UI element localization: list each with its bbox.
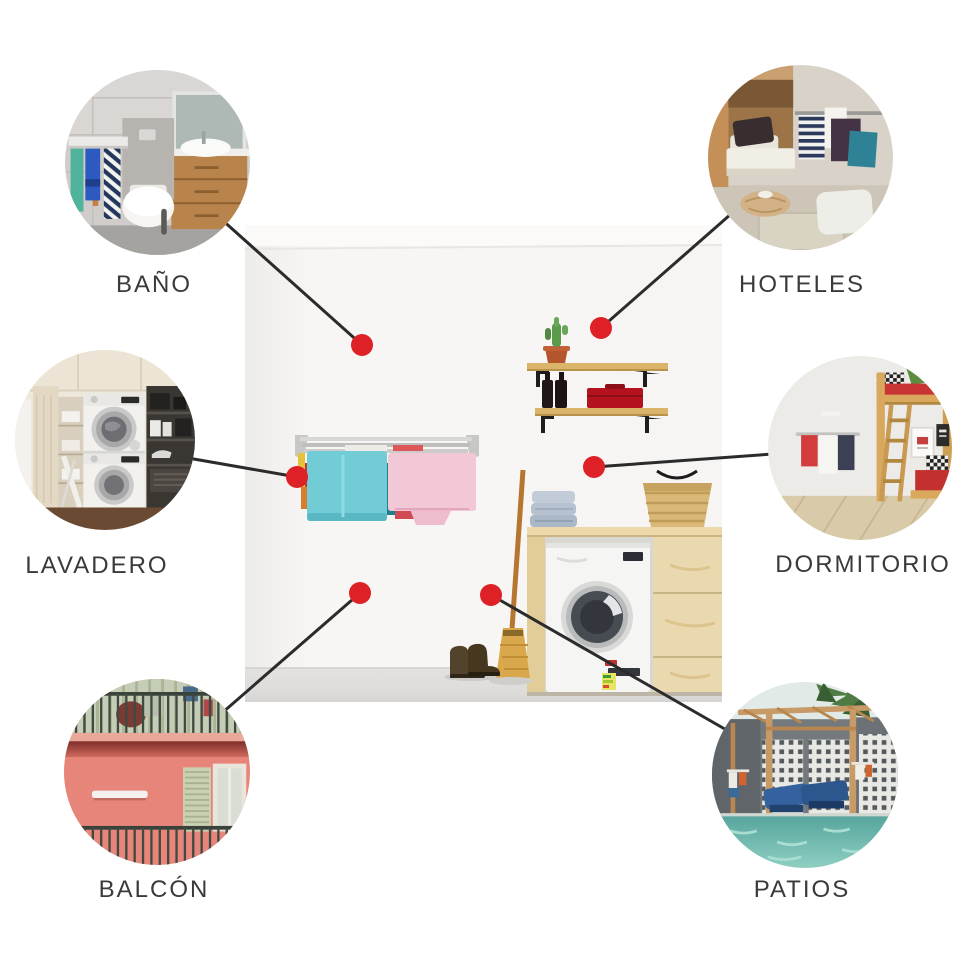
label-dormitorio: DORMITORIO (775, 551, 951, 578)
label-lavadero: LAVADERO (25, 552, 169, 579)
photo-circle-dormitorio (768, 356, 952, 540)
photo-circle-lavadero (15, 350, 195, 530)
ironing-board (60, 455, 83, 509)
upper-balcony (64, 679, 250, 733)
shelf-items (542, 372, 643, 408)
cubby-shelves (58, 396, 84, 508)
hanging-towels (726, 761, 874, 798)
patio-pool-illustration (712, 682, 898, 868)
boots (444, 643, 500, 681)
toilet (122, 118, 175, 235)
floor-items (740, 189, 874, 250)
photo-circle-patios (712, 682, 898, 868)
label-patios: PATIOS (753, 876, 851, 903)
cactus-pot (543, 317, 570, 363)
photo-circle-bano (65, 70, 250, 255)
balcony-illustration (64, 679, 250, 865)
stacked-washer-dryer (83, 393, 145, 508)
label-hoteles: HOTELES (738, 271, 866, 298)
shutter-window (183, 763, 247, 832)
wall-drying-rack (91, 790, 148, 801)
washing-machine (546, 543, 650, 692)
wall-drying-rack-with-towels (68, 136, 128, 219)
loungers (763, 780, 849, 813)
dark-shelving (146, 386, 195, 508)
label-balcon: BALCÓN (98, 876, 210, 903)
photo-circle-balcon (64, 679, 250, 865)
label-bano: BAÑO (115, 271, 193, 298)
hotel-room-illustration (708, 65, 893, 250)
woven-basket (643, 469, 712, 527)
bed-nook (708, 65, 795, 188)
laundry-closet-illustration (15, 350, 195, 530)
bathroom-illustration (65, 70, 250, 255)
towel-bar-with-towels (795, 411, 860, 474)
photo-circle-hoteles (708, 65, 893, 250)
laundry-room-illustration (245, 225, 722, 702)
towel-rack-with-towels (794, 107, 886, 168)
wall-shelves (527, 363, 668, 433)
bedroom-illustration (768, 356, 952, 540)
folded-towels (530, 491, 577, 527)
center-laundry-room-photo (245, 225, 722, 702)
